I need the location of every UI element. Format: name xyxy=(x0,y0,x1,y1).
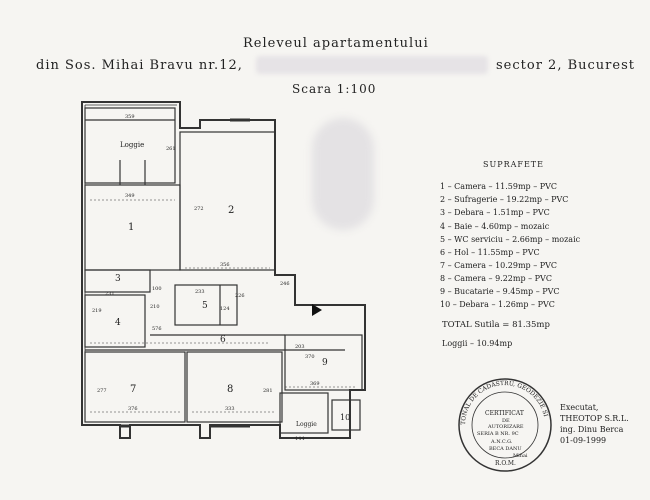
dimension-label: 219 xyxy=(92,308,102,314)
dimension-label: 349 xyxy=(125,193,135,199)
total-area: TOTAL Sutila = 81.35mp xyxy=(442,320,550,330)
room-number-4: 4 xyxy=(115,318,121,328)
room-number-8: 8 xyxy=(227,384,233,395)
stamp-line: BECA DANU xyxy=(489,446,522,452)
dimension-label: 231 xyxy=(105,291,115,297)
legend-row: 3 – Debara – 1.51mp – PVC xyxy=(440,208,550,217)
dimension-label: 261 xyxy=(166,146,176,152)
dimension-label: 369 xyxy=(310,381,320,387)
scale-label: Scara 1:100 xyxy=(292,82,377,96)
dimension-label: 210 xyxy=(150,304,160,310)
dimension-label: 272 xyxy=(194,206,204,212)
loggii-area: Loggii – 10.94mp xyxy=(442,339,513,348)
loggia-label-top: Loggie xyxy=(120,141,144,149)
entrance-arrow-icon xyxy=(312,304,322,316)
legend-row: 7 – Camera – 10.29mp – PVC xyxy=(440,261,558,270)
legend-row: 2 – Sufragerie – 19.22mp – PVC xyxy=(440,195,569,204)
room-number-1: 1 xyxy=(128,222,134,233)
dimension-label: 370 xyxy=(305,354,315,360)
legend-row: 8 – Camera – 9.22mp – PVC xyxy=(440,274,552,283)
room-number-2: 2 xyxy=(228,205,234,216)
stamp-line: AUTORIZARE xyxy=(487,424,524,430)
dimension-label: 233 xyxy=(195,289,205,295)
dimension-label: 376 xyxy=(128,406,138,412)
executor-company: THEOTOP S.R.L. xyxy=(560,414,629,423)
executor-block: Executat, THEOTOP S.R.L. ing. Dinu Berca… xyxy=(560,402,629,446)
stamp-line: DE xyxy=(502,418,510,424)
smudge-mark xyxy=(312,118,374,230)
dimension-label: 144 xyxy=(295,436,305,442)
stamp-line: A.N.C.G. xyxy=(490,439,513,445)
stamp-line: CERTIFICAT xyxy=(485,410,524,417)
legend-row: 4 – Baie – 4.60mp – mozaic xyxy=(440,222,550,231)
executor-engineer: ing. Dinu Berca xyxy=(560,425,624,434)
room-number-9: 9 xyxy=(322,358,328,368)
stamp-line: R.O.M. xyxy=(495,460,516,467)
legend-row: 5 – WC serviciu – 2.66mp – mozaic xyxy=(440,235,581,244)
dimension-label: 277 xyxy=(97,388,107,394)
dimension-label: 576 xyxy=(152,326,162,332)
room-number-6: 6 xyxy=(220,335,226,345)
document-title: Releveul apartamentului xyxy=(243,36,429,51)
stamp-line: SERIA B NR. 9C xyxy=(477,431,519,437)
loggia-label-bottom: Loggie xyxy=(296,421,317,428)
certification-stamp: TONAL DE CADASTRU, GEODEZIE SI CERTIFICA… xyxy=(458,378,552,472)
dimension-label: 226 xyxy=(235,293,245,299)
stamp-line: Mihai xyxy=(513,453,528,459)
executor-date: 01-09-1999 xyxy=(560,436,607,445)
address-left: din Sos. Mihai Bravu nr.12, xyxy=(36,58,243,73)
legend-row: 1 – Camera – 11.59mp – PVC xyxy=(440,182,558,191)
dimension-label: 246 xyxy=(280,281,290,287)
room-number-7: 7 xyxy=(130,384,136,395)
dimension-label: 124 xyxy=(220,306,230,312)
dimension-label: 359 xyxy=(125,114,135,120)
legend-row: 10 – Debara – 1.26mp – PVC xyxy=(440,300,555,309)
dimension-label: 333 xyxy=(225,406,235,412)
room-number-3: 3 xyxy=(115,274,121,284)
address-right: sector 2, Bucurest xyxy=(496,58,635,73)
legend-row: 6 – Hol – 11.55mp – PVC xyxy=(440,248,540,257)
dimension-label: 356 xyxy=(220,262,230,268)
dimension-label: 203 xyxy=(295,344,305,350)
room-number-10: 10 xyxy=(340,413,350,422)
executor-label: Executat, xyxy=(560,403,599,412)
dimension-label: 100 xyxy=(152,286,162,292)
legend-row: 9 – Bucatarie – 9.45mp – PVC xyxy=(440,287,560,296)
room-number-5: 5 xyxy=(202,301,208,311)
redacted-area xyxy=(256,56,488,74)
dimension-label: 281 xyxy=(263,388,273,394)
floor-plan: Loggie 1 2 3 4 5 6 7 8 9 10 Loggie 359 3… xyxy=(81,101,366,442)
legend-title: SUPRAFETE xyxy=(483,160,544,169)
